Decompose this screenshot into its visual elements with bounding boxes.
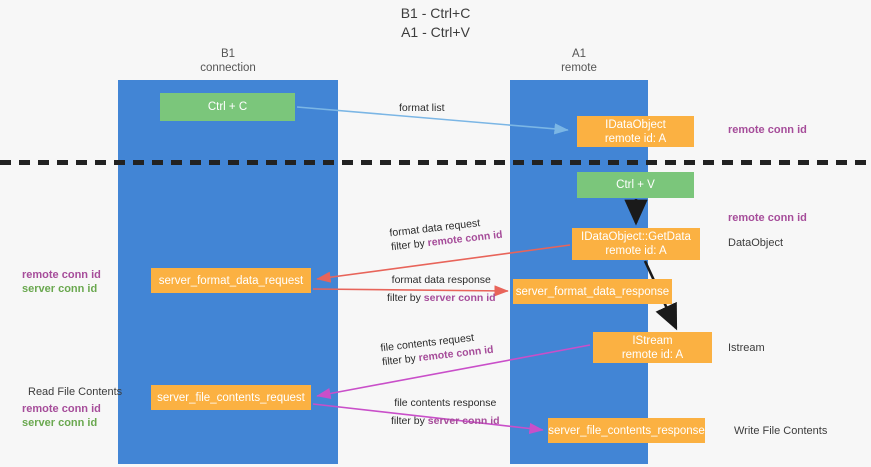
right-label-remote-conn-id-mid: remote conn id (728, 212, 807, 224)
edge-label-format-data-request: format data request filter by remote con… (389, 214, 503, 255)
node-server-format-data-request[interactable]: server_format_data_request (151, 268, 311, 293)
node-getdata-line1: IDataObject::GetData (581, 231, 691, 243)
node-server-format-data-request-label: server_format_data_request (158, 274, 304, 287)
edge-label-format-data-response-text: format data response (391, 274, 491, 286)
lane-header-a1-sublabel: remote (561, 62, 597, 74)
node-istream[interactable]: IStream remote id: A (593, 332, 712, 363)
node-idataobject-getdata[interactable]: IDataObject::GetData remote id: A (572, 228, 700, 260)
left-label-read-file-contents: Read File Contents (28, 386, 123, 398)
lane-header-b1-name: B1 (220, 48, 236, 60)
node-server-file-contents-response-label: server_file_contents_response (548, 424, 705, 437)
right-label-istream: Istream (728, 342, 765, 354)
node-getdata-line2: remote id: A (605, 245, 667, 257)
lane-header-a1-name: A1 (571, 48, 587, 60)
edge-label-file-contents-response-text: file contents response (394, 397, 497, 409)
left-legend-top: remote conn id server conn id (22, 268, 101, 296)
node-server-format-data-response[interactable]: server_format_data_response (513, 279, 672, 304)
node-ctrl-v[interactable]: Ctrl + V (577, 172, 694, 198)
edge-label-format-list: format list (399, 101, 445, 115)
edge-label-format-data-response-filter-prefix: filter by (387, 292, 424, 304)
edge-label-file-contents-request-filter-prefix: filter by (381, 352, 420, 369)
page-title: B1 - Ctrl+C A1 - Ctrl+V (0, 4, 871, 42)
title-line-1: B1 - Ctrl+C (400, 5, 471, 21)
left-legend-bottom-server: server conn id (22, 417, 98, 429)
left-legend-bottom: remote conn id server conn id (22, 402, 101, 430)
node-server-file-contents-response[interactable]: server_file_contents_response (548, 418, 705, 443)
node-server-format-data-response-label: server_format_data_response (515, 285, 670, 298)
edge-label-file-contents-request: file contents request filter by remote c… (380, 329, 494, 370)
node-istream-line2: remote id: A (621, 348, 684, 361)
edge-label-file-contents-response: file contents response filter by server … (391, 396, 500, 428)
lane-header-b1-sublabel: connection (200, 62, 256, 74)
section-divider (0, 160, 871, 165)
edge-label-format-data-response-filter-key: server conn id (423, 292, 496, 304)
node-server-file-contents-request-label: server_file_contents_request (157, 391, 305, 404)
node-ctrl-v-label: Ctrl + V (616, 179, 655, 191)
edge-label-file-contents-response-filter-prefix: filter by (391, 415, 428, 427)
lane-header-a1: A1 remote (529, 47, 629, 75)
node-istream-line1: IStream (632, 334, 673, 347)
edge-label-file-contents-response-filter-key: server conn id (427, 415, 500, 427)
edge-label-format-data-response: format data response filter by server co… (387, 273, 496, 305)
right-label-remote-conn-id-top: remote conn id (728, 124, 807, 136)
edge-label-format-list-text: format list (399, 102, 445, 114)
right-label-write-file-contents: Write File Contents (734, 425, 828, 437)
left-legend-bottom-remote: remote conn id (22, 403, 101, 415)
edge-label-format-data-request-filter-prefix: filter by (390, 237, 429, 254)
left-legend-top-server: server conn id (22, 283, 98, 295)
node-idataobject-line1: IDataObject (605, 118, 666, 131)
node-idataobject-line2: remote id: A (604, 132, 667, 145)
left-legend-top-remote: remote conn id (22, 269, 101, 281)
lane-header-b1: B1 connection (148, 47, 308, 75)
node-ctrl-c[interactable]: Ctrl + C (160, 93, 295, 121)
title-line-2: A1 - Ctrl+V (401, 24, 470, 40)
node-ctrl-c-label: Ctrl + C (207, 101, 248, 113)
node-idataobject[interactable]: IDataObject remote id: A (577, 116, 694, 147)
node-server-file-contents-request[interactable]: server_file_contents_request (151, 385, 311, 410)
right-label-dataobject: DataObject (728, 237, 784, 249)
